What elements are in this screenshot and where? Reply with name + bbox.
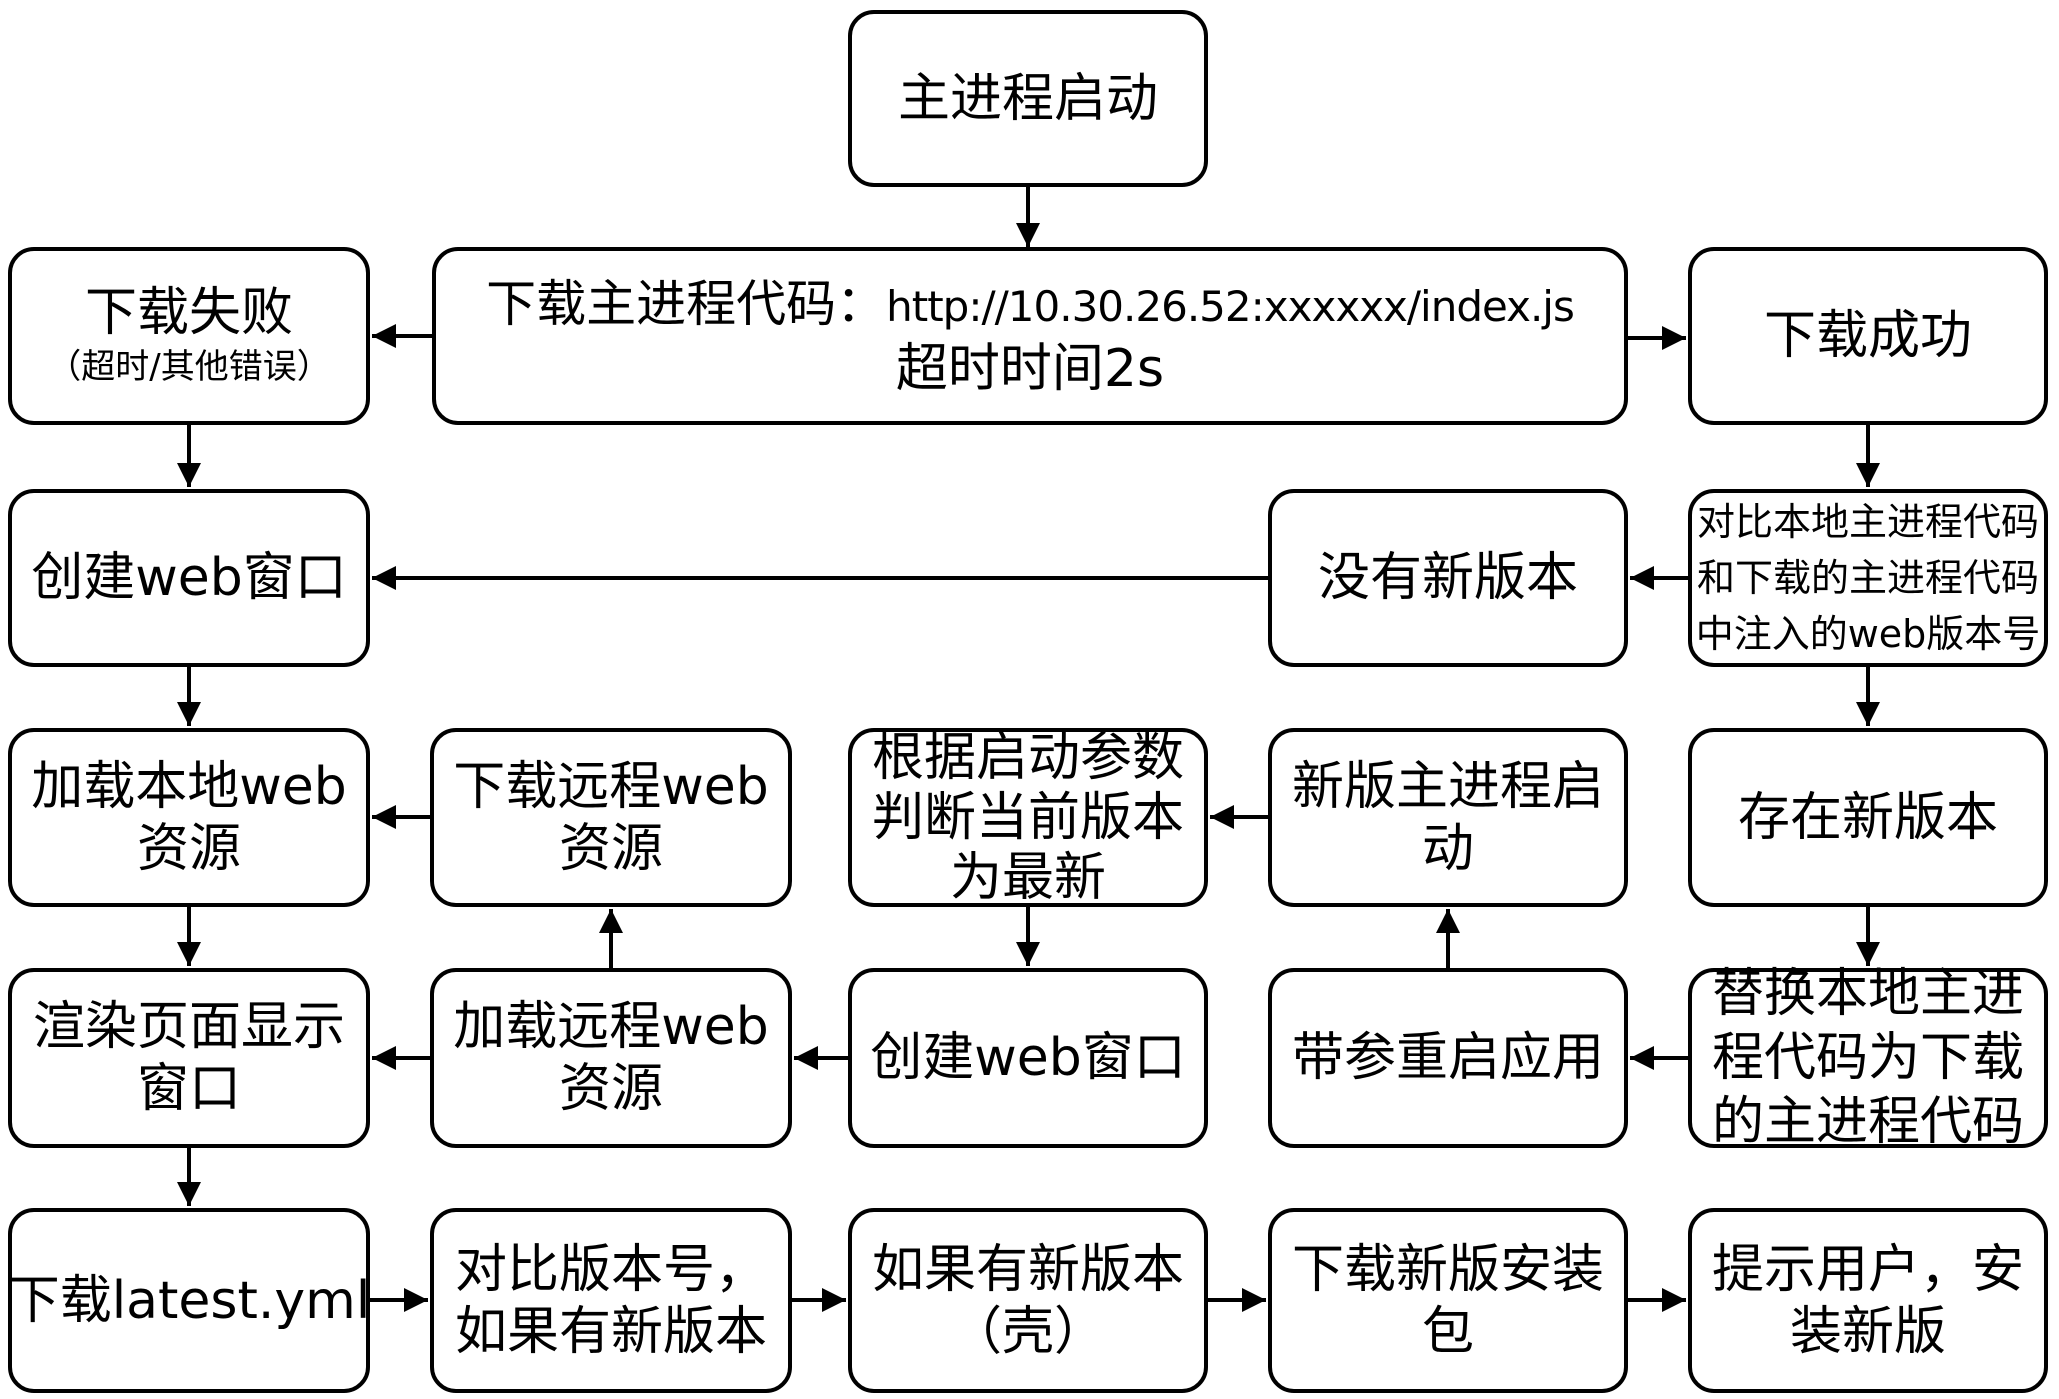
node-main-start: 主进程启动 — [848, 10, 1208, 187]
node-load-remote-web: 加载远程web 资源 — [430, 968, 792, 1148]
node-create-web-window-center: 创建web窗口 — [848, 968, 1208, 1148]
node-download-remote-web: 下载远程web 资源 — [430, 728, 792, 907]
node-exist-new-version: 存在新版本 — [1688, 728, 2048, 907]
node-no-new-version: 没有新版本 — [1268, 489, 1628, 667]
node-new-main-start: 新版主进程启 动 — [1268, 728, 1628, 907]
node-judge-latest-by-args: 根据启动参数 判断当前版本 为最新 — [848, 728, 1208, 908]
node-compare-local-code: 对比本地主进程代码 和下载的主进程代码 中注入的web版本号 — [1688, 489, 2048, 667]
node-load-local-web: 加载本地web 资源 — [8, 728, 370, 907]
node-create-web-window-left: 创建web窗口 — [8, 489, 370, 667]
node-download-new-installer: 下载新版安装 包 — [1268, 1208, 1628, 1393]
node-prompt-user-install: 提示用户，安 装新版 — [1688, 1208, 2048, 1393]
node-if-new-version-shell: 如果有新版本 （壳） — [848, 1208, 1208, 1393]
node-compare-version-number: 对比版本号， 如果有新版本 — [430, 1208, 792, 1393]
node-render-page-window: 渲染页面显示 窗口 — [8, 968, 370, 1148]
node-download-latest-yml: 下载latest.yml — [8, 1208, 370, 1393]
node-restart-with-args: 带参重启应用 — [1268, 968, 1628, 1148]
node-replace-local-code: 替换本地主进 程代码为下载 的主进程代码 — [1688, 964, 2048, 1152]
node-download-success: 下载成功 — [1688, 247, 2048, 425]
node-download-fail: 下载失败 （超时/其他错误） — [8, 247, 370, 425]
node-download-main-code: 下载主进程代码：http://10.30.26.52:xxxxxx/index.… — [432, 247, 1628, 425]
